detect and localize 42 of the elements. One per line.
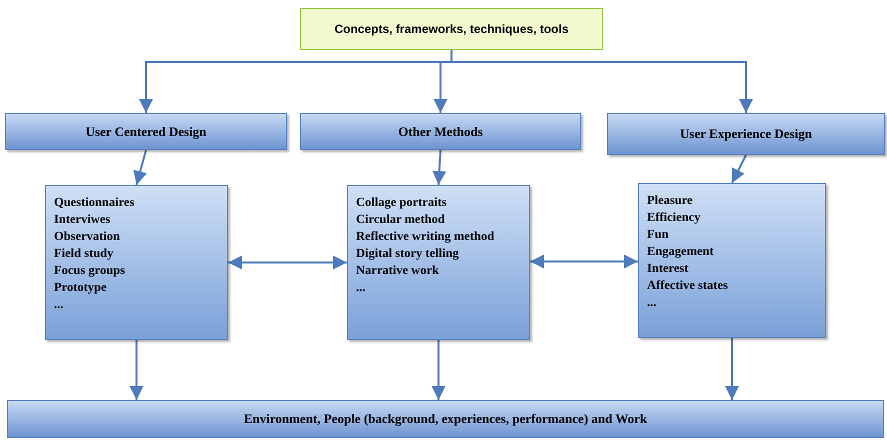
list-item: Pleasure: [647, 192, 693, 209]
box-label: User Centered Design: [86, 122, 206, 141]
list-item: Field study: [54, 245, 114, 262]
box-label: Environment, People (background, experiences, performance) and Work: [244, 410, 648, 428]
base-box: [7, 400, 884, 438]
list-item: Engagement: [647, 243, 714, 260]
list-item: ...: [647, 294, 656, 311]
list-item: Collage portraits: [356, 194, 447, 211]
box-label: Other Methods: [398, 122, 483, 141]
arrow: [130, 340, 144, 400]
topic-box: [300, 8, 603, 50]
list-item: Narrative work: [356, 262, 439, 279]
list-item: ...: [356, 279, 366, 296]
list-item: ...: [54, 296, 64, 313]
category-box: [607, 113, 885, 155]
arrow: [432, 340, 446, 400]
list-box: [347, 185, 530, 340]
list-item: Efficiency: [647, 209, 700, 226]
list-item: Circular method: [356, 211, 445, 228]
list-item: Digital story telling: [356, 245, 459, 262]
arrow: [725, 338, 739, 400]
list-item: Reflective writing method: [356, 228, 494, 245]
list-box: [45, 185, 228, 340]
arrow: [228, 256, 347, 270]
list-item: Observation: [54, 228, 120, 245]
arrow: [530, 254, 638, 268]
list-box: [638, 183, 826, 338]
arrow: [450, 50, 753, 113]
list-item: Questionnaires: [54, 194, 134, 211]
list-item: Interest: [647, 260, 688, 277]
category-box: [300, 113, 581, 150]
list-item: Affective states: [647, 277, 728, 294]
box-label: Concepts, frameworks, techniques, tools: [334, 21, 569, 38]
arrow: [133, 150, 147, 186]
list-item: Prototype: [54, 279, 107, 296]
list-item: Interviwes: [54, 211, 110, 228]
list-item: Focus groups: [54, 262, 125, 279]
arrow: [731, 154, 747, 184]
category-box: [5, 113, 287, 150]
list-item: Fun: [647, 226, 669, 243]
box-label: User Experience Design: [680, 125, 812, 144]
arrow: [432, 150, 446, 186]
